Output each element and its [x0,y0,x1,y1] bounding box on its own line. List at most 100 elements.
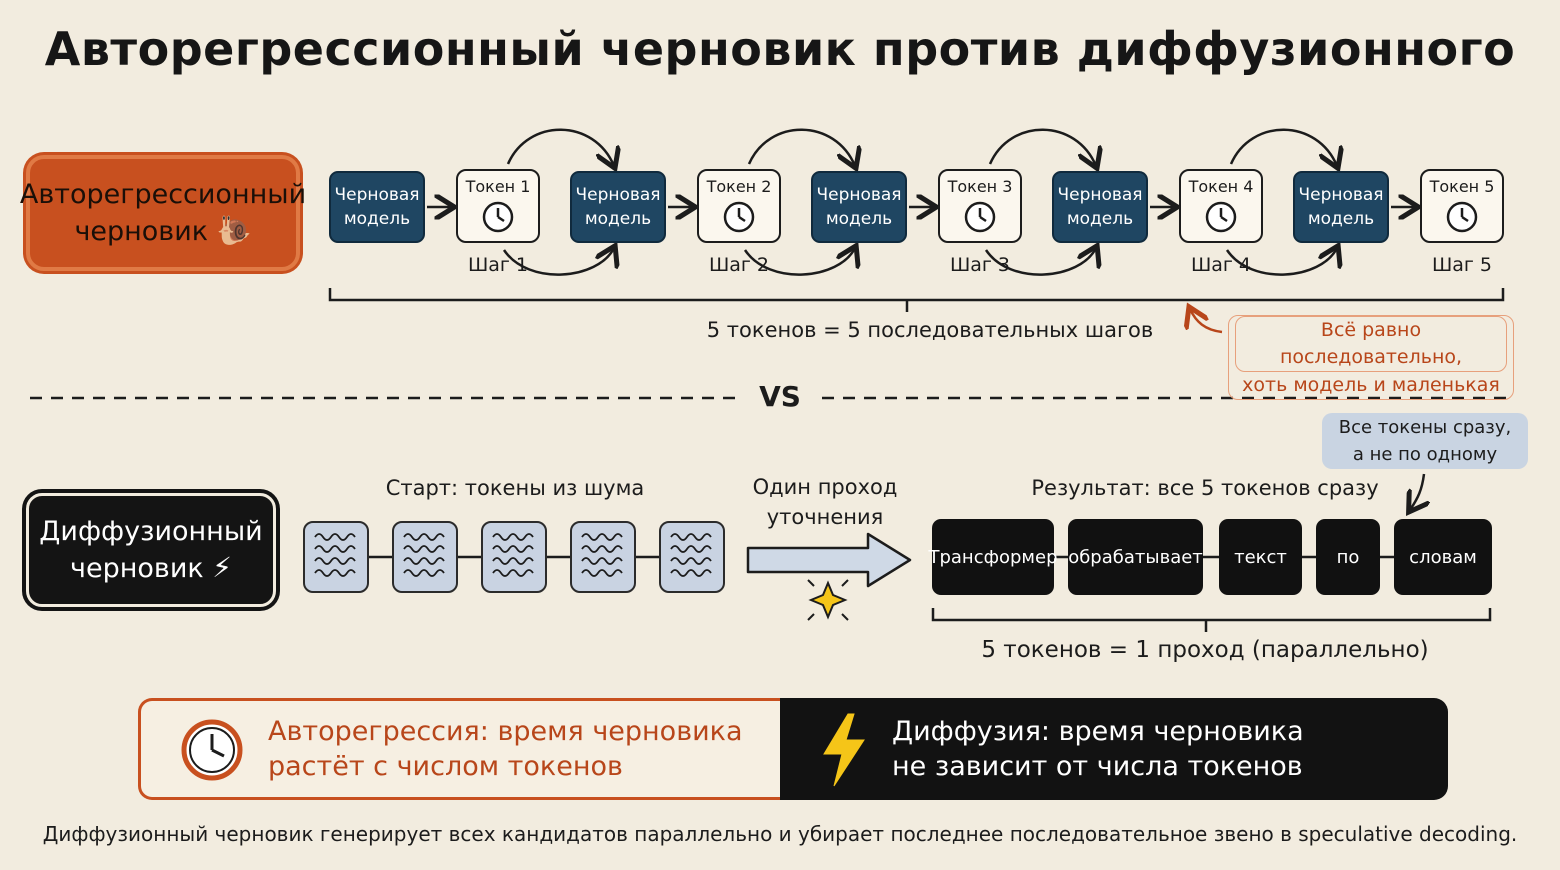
df-note-line1: Все токены сразу, [1338,417,1512,438]
draft-model-box: Черновая модель [329,171,425,243]
clock-icon [1205,201,1237,233]
feedback-arrow-bottom [502,248,614,276]
noise-token-box [659,521,725,593]
draft-model-box: Черновая модель [1052,171,1148,243]
clock-icon [181,719,243,781]
df-result-label: Результат: все 5 токенов сразу [1031,476,1379,500]
step-label: Шаг 1 [467,254,529,276]
comparison-diffusion-text: Диффузия: время черновика не зависит от … [892,714,1432,784]
model-label-line2: модель [584,209,652,229]
df-note-arrow [1410,473,1424,510]
clock-icon [723,201,755,233]
step-label: Шаг 5 [1431,254,1493,276]
footer-caption: Диффузионный черновик генерирует всех ка… [42,822,1518,846]
clock-icon [964,201,996,233]
model-label-line2: модель [343,209,411,229]
output-token: текст [1219,519,1302,595]
noise-squiggle-icon [581,533,623,577]
model-label-line2: модель [1066,209,1134,229]
noise-token-box [392,521,458,593]
feedback-arrow-bottom [1225,248,1337,276]
feedback-arrow-top [988,128,1096,166]
ar-brace [328,288,1505,312]
comparison-ar-text: Авторегрессия: время черновика растёт с … [268,714,768,784]
ar-summary: 5 токенов = 5 последовательных шагов [706,318,1154,342]
ar-label-line1: Авторегрессионный [19,178,307,210]
vs-label: VS [759,380,801,413]
token-label: Токен 2 [706,177,772,196]
df-start-label: Старт: токены из шума [385,476,645,500]
feedback-arrow-bottom [984,248,1096,276]
ar-flow-arrows [427,128,1416,276]
refinement-arrow [746,532,912,588]
ar-note-line1: Всё равно последовательно, [1235,316,1507,372]
token-box: Токен 3 [938,169,1022,243]
step-label: Шаг 2 [708,254,770,276]
df-label-line1: Диффузионный [39,515,263,547]
model-label-line1: Черновая [816,185,902,205]
feedback-arrow-top [747,128,855,166]
noise-token-box [481,521,547,593]
sparkle-icon [807,579,849,621]
diffusion-brace [931,608,1492,632]
feedback-arrow-top [1229,128,1337,166]
comparison-df-line1: Диффузия: время черновика [892,716,1304,747]
clock-icon [482,201,514,233]
output-token: по [1316,519,1380,595]
ar-note-line2: хоть модель и маленькая [1242,374,1500,396]
df-pass-label: Один проход уточнения [730,472,920,532]
comparison-diffusion-panel [780,698,1448,800]
output-token: словам [1394,519,1492,595]
snail-icon: 🐌 [216,213,252,247]
token-box: Токен 5 [1420,169,1504,243]
output-token: Трансформер [928,519,1058,595]
lightning-icon: ⚡ [212,550,232,584]
feedback-arrow-bottom [743,248,855,276]
token-box: Токен 4 [1179,169,1263,243]
token-label: Токен 3 [947,177,1013,196]
clock-icon [1446,201,1478,233]
model-label-line1: Черновая [334,185,420,205]
ar-note: Всё равно последовательно, хоть модель и… [1228,315,1514,400]
diffusion-draft-label: Диффузионный черновик ⚡ [26,493,276,607]
comparison-ar-line1: Авторегрессия: время черновика [268,716,743,747]
step-label: Шаг 4 [1190,254,1252,276]
noise-token-box [570,521,636,593]
ar-draft-label: Авторегрессионный черновик 🐌 [20,155,306,271]
comparison-df-line2: не зависит от числа токенов [892,751,1303,782]
df-note-line2: а не по одному [1352,444,1498,465]
ar-note-arrow [1190,309,1223,334]
feedback-arrow-top [506,128,614,166]
comparison-ar-line2: растёт с числом токенов [268,751,623,782]
df-pass-line1: Один проход [752,475,898,499]
page-title: Авторегрессионный черновик против диффуз… [44,22,1516,76]
model-label-line2: модель [825,209,893,229]
draft-model-box: Черновая модель [1293,171,1389,243]
output-token: обрабатывает [1068,519,1203,595]
token-label: Токен 5 [1429,177,1495,196]
model-label-line1: Черновая [1298,185,1384,205]
ar-label-line2: черновик [74,215,209,247]
token-box: Токен 1 [456,169,540,243]
model-label-line1: Черновая [1057,185,1143,205]
noise-squiggle-icon [492,533,534,577]
token-box: Токен 2 [697,169,781,243]
df-note: Все токены сразу, а не по одному [1322,413,1528,469]
token-label: Токен 1 [465,177,531,196]
noise-squiggle-icon [403,533,445,577]
model-label-line2: модель [1307,209,1375,229]
draft-model-box: Черновая модель [570,171,666,243]
df-pass-line2: уточнения [766,505,884,529]
draft-model-box: Черновая модель [811,171,907,243]
df-summary: 5 токенов = 1 проход (параллельно) [981,637,1429,663]
lightning-icon [823,713,865,787]
noise-squiggle-icon [314,533,356,577]
comparison-ar-panel [138,698,780,800]
token-label: Токен 4 [1188,177,1254,196]
model-label-line1: Черновая [575,185,661,205]
step-label: Шаг 3 [949,254,1011,276]
noise-token-box [303,521,369,593]
df-label-line2: черновик [70,552,204,584]
noise-squiggle-icon [670,533,712,577]
